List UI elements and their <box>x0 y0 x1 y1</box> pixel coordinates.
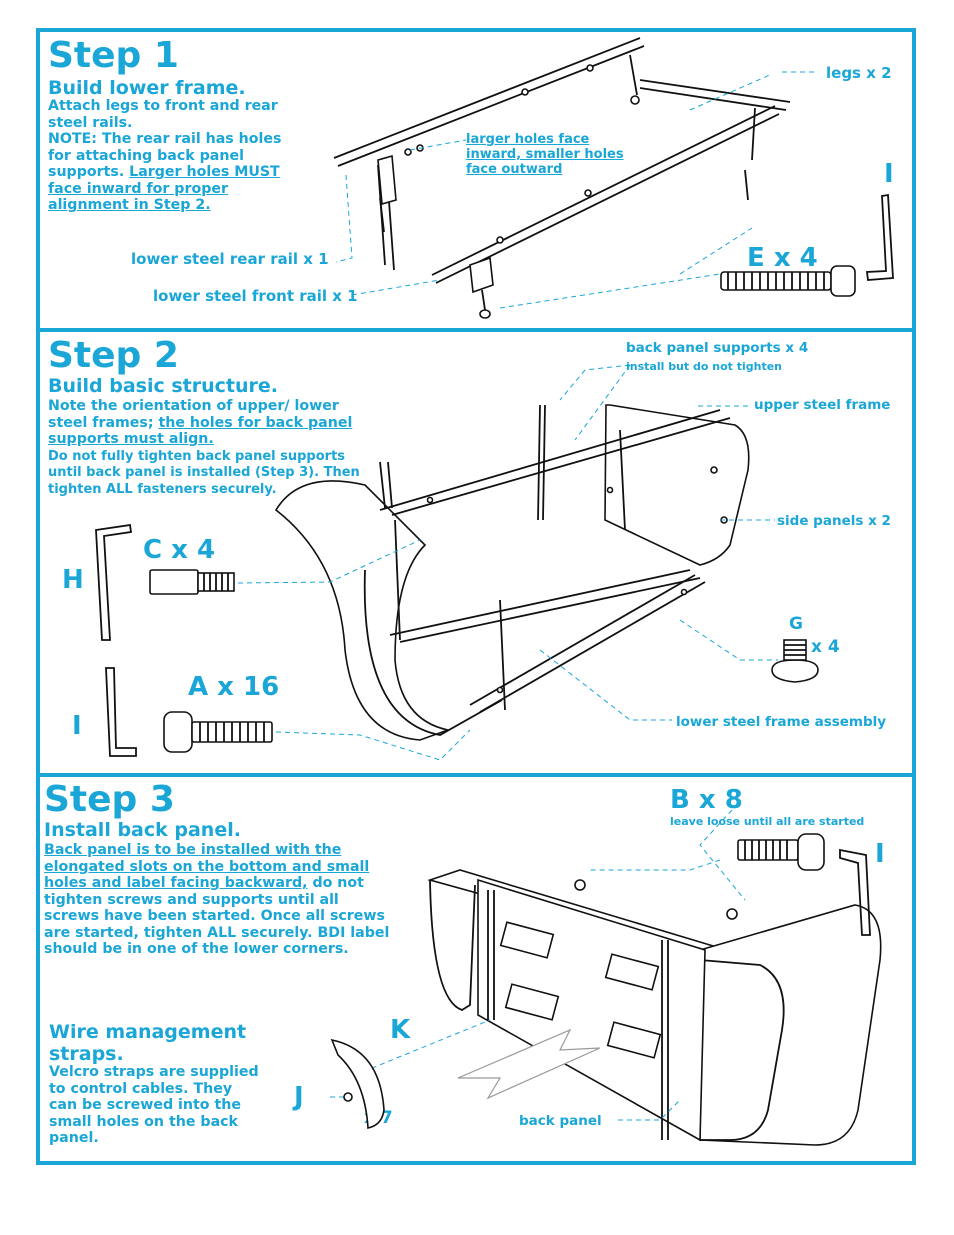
part-g-label: G <box>789 614 803 634</box>
step2-body-c: Do not fully tighten back panel supports… <box>48 448 360 497</box>
part-i-label-3: I <box>875 839 885 869</box>
back-panel-drawing <box>330 809 882 1146</box>
step2-panel <box>36 328 916 778</box>
step1-body-c: Larger holes MUST face inward for proper… <box>48 164 280 213</box>
part-a-bolt <box>163 711 273 753</box>
back-panel-label: back panel <box>519 1113 602 1129</box>
part-c-label: C x 4 <box>143 535 216 565</box>
step3-body: Back panel is to be installed with the e… <box>44 842 394 958</box>
part-i-allen-key-2 <box>105 667 137 757</box>
part-j-label: J <box>294 1082 304 1112</box>
step2-body-b: the holes for back panel supports must a… <box>48 414 353 448</box>
upper-frame-label: upper steel frame <box>754 397 891 413</box>
part-k-label: K <box>390 1015 411 1045</box>
part-b-label: B x 8 <box>670 785 743 815</box>
part-h-label: H <box>62 565 84 595</box>
step1-title: Step 1 <box>48 35 179 76</box>
wire-title: Wire management straps. <box>49 1021 247 1065</box>
step2-subtitle: Build basic structure. <box>48 375 279 397</box>
part-a-label: A x 16 <box>188 672 280 702</box>
part-h-allen-key <box>95 523 133 641</box>
part-i-allen-key-3 <box>839 848 871 936</box>
part-b-bolt <box>737 833 825 871</box>
part-k-velcro-strap <box>330 1038 385 1129</box>
part-g-foot <box>771 639 819 683</box>
part-i-label-1: I <box>884 159 894 189</box>
side-panels-label: side panels x 2 <box>777 513 891 529</box>
lower-frame-label: lower steel frame assembly <box>676 714 887 730</box>
legs-label: legs x 2 <box>826 64 892 82</box>
part-e-label: E x 4 <box>747 243 818 273</box>
step1-body: Attach legs to front and rear steel rail… <box>48 98 298 214</box>
basic-structure-drawing <box>237 364 778 761</box>
wire-body: Velcro straps are supplied to control ca… <box>49 1064 259 1146</box>
front-rail-label: lower steel front rail x 1 <box>153 287 358 305</box>
back-supports-label: back panel supports x 4 <box>626 340 809 356</box>
part-e-bolt <box>720 265 856 297</box>
step3-title: Step 3 <box>44 779 175 820</box>
rear-rail-label: lower steel rear rail x 1 <box>131 250 329 268</box>
part-g-qty: x 4 <box>811 637 840 657</box>
part-i-allen-key-1 <box>865 193 894 281</box>
part-i-label-2: I <box>72 711 82 741</box>
step1-subtitle: Build lower frame. <box>48 77 246 99</box>
step3-subtitle: Install back panel. <box>44 819 241 841</box>
step1-body-a: Attach legs to front and rear steel rail… <box>48 98 278 131</box>
step3-body-a: Back panel is to be installed with the e… <box>44 842 370 891</box>
holes-callout: larger holes face inward, smaller holes … <box>466 132 624 177</box>
part-c-standoff <box>149 569 235 595</box>
step2-body-a: Note the orientation of upper/ lower ste… <box>48 398 339 431</box>
back-supports-note: install but do not tighten <box>626 360 783 373</box>
step2-title: Step 2 <box>48 335 179 376</box>
step3-body-b: do not tighten screws and supports until… <box>44 875 390 957</box>
step1-body-b: NOTE: The rear rail has holes for attach… <box>48 131 282 180</box>
step2-body: Note the orientation of upper/ lower ste… <box>48 398 366 497</box>
lower-frame-drawing <box>333 37 816 319</box>
